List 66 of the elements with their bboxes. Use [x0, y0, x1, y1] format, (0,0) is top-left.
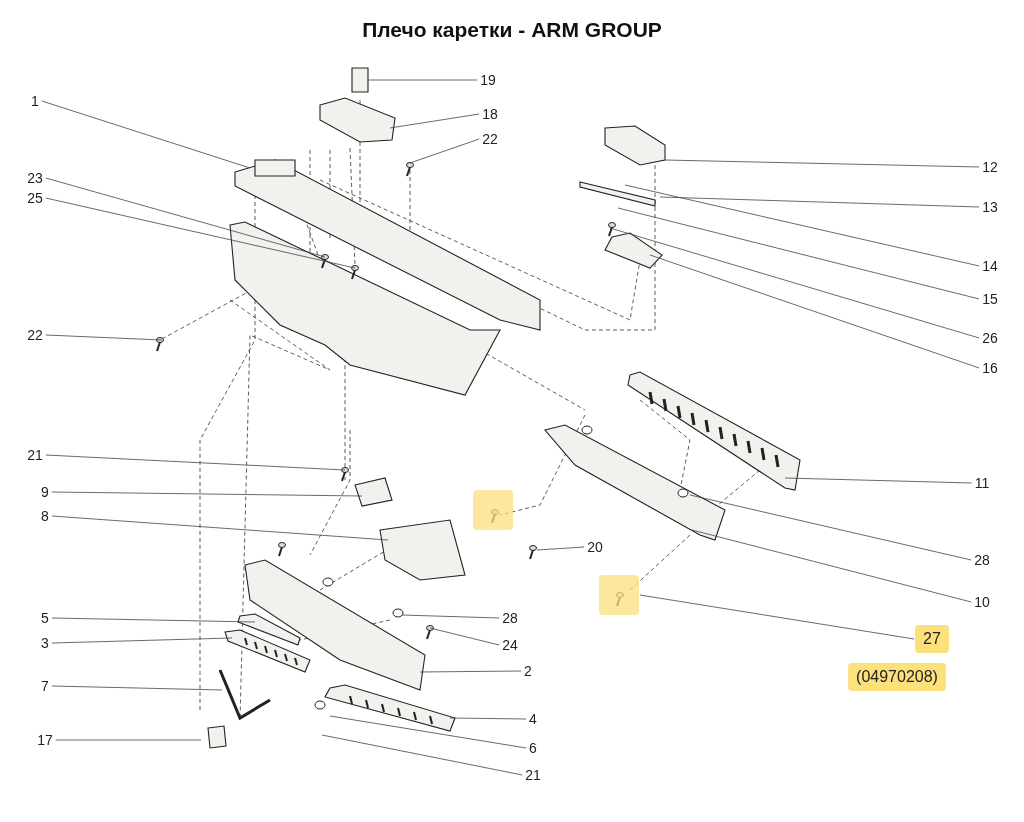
leader-line — [51, 685, 223, 691]
diagram-title: Плечо каретки - ARM GROUP — [361, 18, 663, 42]
leader-line — [45, 197, 356, 269]
leader-line — [401, 614, 500, 619]
leader-line — [329, 715, 527, 749]
leader-line — [689, 494, 972, 561]
leader-line — [419, 670, 522, 673]
callout-number: 10 — [972, 594, 992, 610]
leader-line — [429, 627, 500, 646]
leader-line — [45, 177, 326, 258]
callout-number: 22 — [25, 327, 45, 343]
leader-line — [784, 477, 973, 484]
screw-highlight — [473, 490, 513, 530]
leader-line — [609, 227, 980, 339]
callout-number: 8 — [39, 508, 51, 524]
callout-number: 13 — [980, 199, 1000, 215]
callout-number: 4 — [527, 711, 539, 727]
callout-number: 12 — [980, 159, 1000, 175]
leader-line — [51, 491, 363, 497]
callout-number: 16 — [980, 360, 1000, 376]
callout-number: 24 — [500, 637, 520, 653]
callout-number: 11 — [972, 475, 992, 491]
leader-line — [624, 184, 980, 267]
leader-line — [691, 529, 972, 603]
callout-number: 7 — [39, 678, 51, 694]
leader-line — [51, 515, 389, 541]
callout-number: 21 — [523, 767, 543, 783]
callout-number: 14 — [980, 258, 1000, 274]
leader-line — [449, 717, 527, 720]
screw-highlight — [599, 575, 639, 615]
leader-line — [55, 739, 202, 741]
leader-line — [664, 159, 980, 168]
callout-number: 18 — [480, 106, 500, 122]
part-number-tag: 27 — [915, 625, 949, 653]
callout-number: 26 — [980, 330, 1000, 346]
callout-number: 19 — [478, 72, 498, 88]
leader-line — [389, 113, 480, 129]
leader-line — [41, 100, 251, 169]
leader-line — [45, 454, 346, 471]
callout-number: 21 — [25, 447, 45, 463]
leader-line — [366, 79, 478, 81]
callout-number: 15 — [980, 291, 1000, 307]
callout-number: 25 — [25, 190, 45, 206]
leader-line — [536, 546, 585, 551]
callout-number: 6 — [527, 740, 539, 756]
callout-number: 28 — [500, 610, 520, 626]
callout-number: 17 — [35, 732, 55, 748]
leader-line — [51, 617, 256, 623]
leader-line — [45, 334, 163, 341]
callout-number: 28 — [972, 552, 992, 568]
callout-number: 22 — [480, 131, 500, 147]
leader-line — [659, 196, 980, 208]
callout-number: 1 — [29, 93, 41, 109]
leader-line — [51, 637, 233, 644]
callout-number: 9 — [39, 484, 51, 500]
callout-number: 23 — [25, 170, 45, 186]
leader-line — [617, 207, 980, 300]
leader-line — [321, 734, 523, 776]
part-number-tag: (04970208) — [848, 663, 946, 691]
callout-number: 5 — [39, 610, 51, 626]
callout-number: 2 — [522, 663, 534, 679]
leader-line — [649, 254, 980, 369]
leader-line — [639, 594, 915, 640]
callout-number: 3 — [39, 635, 51, 651]
callout-number: 20 — [585, 539, 605, 555]
leader-line — [409, 138, 480, 164]
